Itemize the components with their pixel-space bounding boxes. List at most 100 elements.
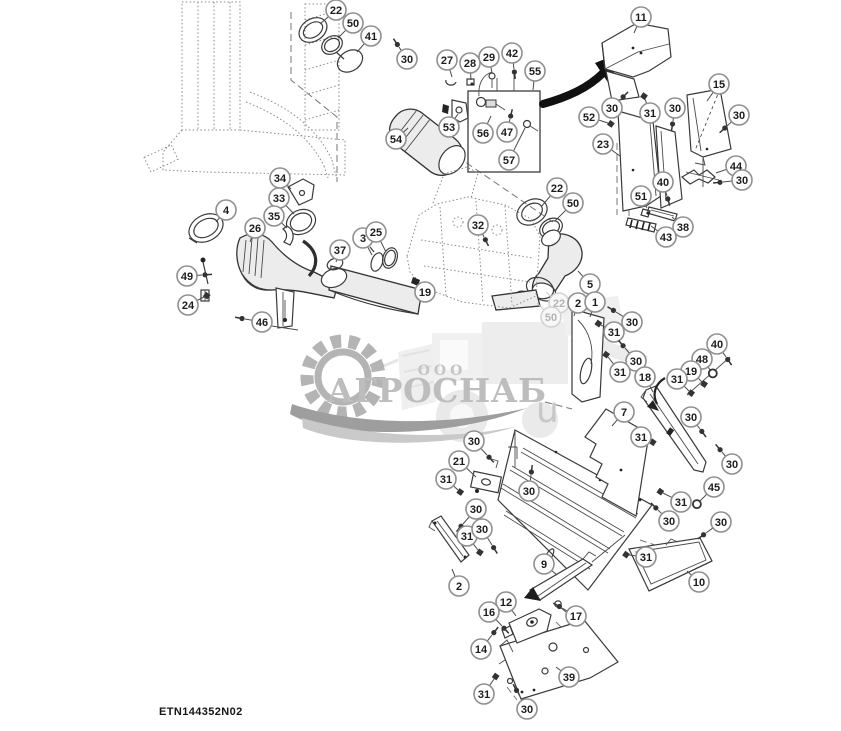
callout-balloon	[478, 601, 500, 623]
callout-leader-line	[577, 270, 584, 277]
callout-47: 47	[496, 109, 518, 143]
callout-30: 30	[697, 511, 732, 540]
nut-icon	[640, 92, 648, 101]
callout-39: 39	[555, 666, 580, 688]
strips-51-38-43	[625, 206, 678, 233]
callout-balloon	[467, 214, 489, 236]
bracket-21	[469, 457, 503, 494]
exhaust-pipe-26	[236, 233, 339, 331]
callout-30: 30	[471, 518, 498, 554]
callout-leader-line	[495, 618, 503, 627]
callout-number: 52	[583, 112, 595, 124]
callout-leader-line	[486, 634, 493, 642]
callout-balloon	[728, 104, 750, 126]
callout-balloon	[472, 122, 494, 144]
callout-28: 28	[459, 52, 481, 81]
callout-number: 30	[669, 103, 681, 115]
callout-30: 30	[719, 104, 750, 134]
bolt-icon	[491, 630, 497, 636]
callout-balloon	[708, 73, 730, 95]
callout-number: 51	[635, 191, 647, 203]
callout-balloon	[215, 199, 237, 221]
bolt-icon	[717, 447, 723, 453]
callout-leader-line	[480, 447, 488, 456]
callout-number: 26	[249, 223, 261, 235]
panel-11	[601, 22, 672, 102]
callout-51: 51	[630, 185, 652, 209]
callout-leader-line	[337, 29, 347, 39]
callout-leader-line	[489, 678, 495, 686]
callout-balloon	[516, 698, 538, 720]
callout-leader-line	[715, 168, 727, 174]
callout-leader-line	[249, 237, 253, 243]
watermark-suffix-char: u	[536, 390, 559, 431]
callout-number: 31	[640, 552, 652, 564]
bolt-icon	[722, 125, 728, 131]
callout-leader-line	[683, 385, 690, 392]
callout-30: 30	[607, 306, 643, 333]
callout-balloon	[672, 216, 694, 238]
callout-balloon	[471, 518, 493, 540]
callout-43: 43	[650, 225, 677, 248]
callout-balloon	[658, 510, 680, 532]
bolt-icon	[486, 454, 492, 460]
callout-45: 45	[691, 476, 725, 510]
callout-balloon	[498, 149, 520, 171]
callout-leader-line	[697, 377, 703, 383]
callout-38: 38	[671, 216, 694, 238]
bolt-icon	[665, 196, 671, 202]
watermark-swoosh-icon	[290, 404, 527, 443]
callout-54: 54	[385, 127, 409, 150]
callout-balloon	[436, 49, 458, 71]
callout-leader-line	[551, 570, 558, 576]
bolt-icon	[508, 113, 514, 119]
callout-number: 5	[587, 279, 593, 291]
callout-balloon	[496, 121, 518, 143]
callout-leader-line	[472, 543, 479, 551]
callout-balloon	[396, 48, 418, 70]
ring-icon	[691, 499, 702, 510]
callout-number: 42	[506, 48, 518, 60]
callout-leader-line	[449, 69, 453, 78]
bolt-icon	[725, 356, 731, 363]
callout-balloon	[609, 361, 631, 383]
callout-leader-line	[611, 419, 618, 427]
callout-balloon	[176, 265, 198, 287]
callout-leader-line	[615, 311, 624, 318]
callout-number: 31	[440, 474, 452, 486]
callout-leader-line	[215, 217, 220, 223]
callout-number: 34	[274, 173, 287, 185]
callout-leader-line	[598, 119, 609, 124]
callout-balloon	[680, 406, 702, 428]
callout-number: 30	[715, 517, 727, 529]
callout-number: 30	[726, 459, 738, 471]
callout-number: 53	[443, 122, 455, 134]
callout-number: 30	[630, 356, 642, 368]
callout-57: 57	[498, 127, 526, 171]
nut-icon	[687, 389, 696, 398]
callout-leader-line	[244, 318, 253, 321]
callout-number: 50	[347, 18, 359, 30]
engine-outline	[406, 166, 541, 309]
callout-number: 32	[472, 220, 484, 232]
callout-number: 10	[693, 577, 705, 589]
nut-icon	[622, 550, 630, 559]
callout-number: 46	[256, 317, 268, 329]
callout-leader-line	[624, 347, 630, 354]
callout-50: 50	[554, 192, 584, 222]
callout-balloon	[630, 426, 652, 448]
callout-35: 35	[263, 205, 288, 229]
nut-icon	[491, 672, 500, 681]
callout-leader-line	[644, 98, 648, 104]
callout-balloon	[463, 430, 485, 452]
callout-22: 22	[540, 177, 568, 208]
callout-number: 41	[365, 31, 377, 43]
callout-leader-line	[555, 666, 562, 672]
callout-33: 33	[268, 187, 295, 215]
callout-leader-line	[536, 302, 545, 311]
callout-12: 12	[495, 591, 517, 617]
callout-leader-line	[356, 43, 365, 53]
callout-19: 19	[680, 360, 709, 389]
callout-number: 31	[608, 327, 620, 339]
